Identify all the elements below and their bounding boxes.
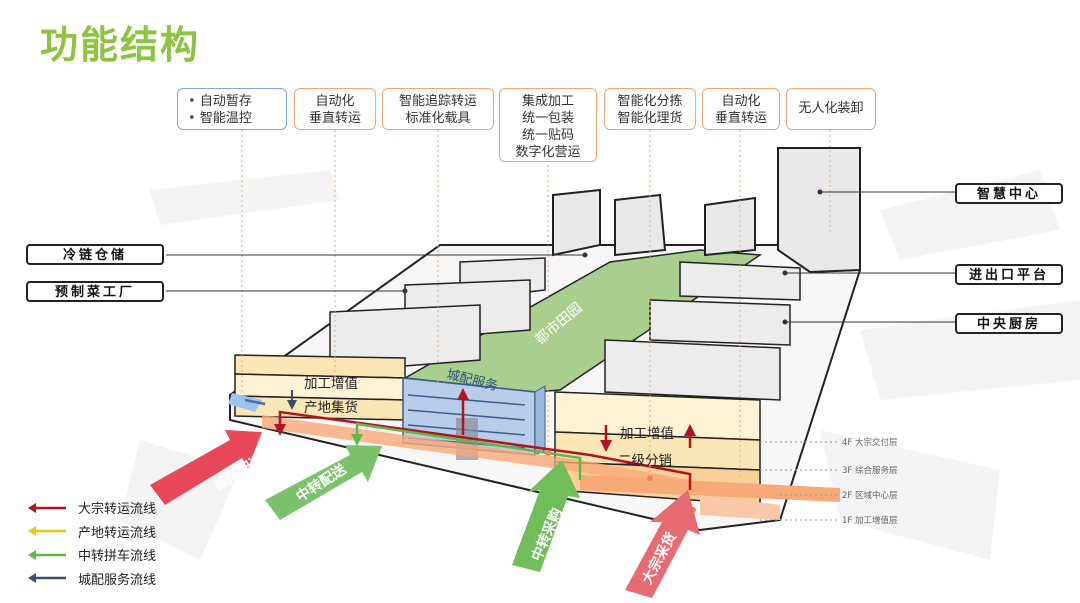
- legend-label: 大宗转运流线: [78, 502, 157, 518]
- floor-label-3f: 3F 综合服务层: [842, 466, 898, 476]
- top-label-line: 垂直转运: [308, 111, 361, 126]
- legend-item: 中转拼车流线: [26, 543, 156, 567]
- transit-purchase-arrow: [512, 460, 580, 572]
- legend-arrow-icon: [28, 502, 66, 513]
- top-label-line: 自动化: [721, 94, 761, 109]
- legend-arrow-icon: [28, 573, 66, 584]
- top-label-line: 统一包装: [521, 111, 574, 126]
- top-label-line: 集成加工: [521, 94, 574, 109]
- legend-arrow-icon: [28, 526, 66, 537]
- intercity-arrow: [150, 430, 262, 505]
- legend-arrow-icon: [28, 549, 66, 560]
- label-prepared-food: 预制菜工厂: [26, 281, 164, 302]
- top-label-line: 智能温控: [188, 110, 280, 127]
- floor-label-1f: 1F 加工增值层: [842, 516, 898, 526]
- legend: 大宗转运流线 产地转运流线 中转拼车流线 城配服务流线: [26, 496, 156, 590]
- top-label-tracking: 智能追踪转运 标准化载具: [382, 88, 494, 130]
- legend-item: 产地转运流线: [26, 520, 156, 544]
- left-buildings: [329, 257, 546, 373]
- label-import-export: 进出口平台: [955, 264, 1063, 285]
- top-label-temporary-storage: 自动暂存 智能温控: [177, 88, 287, 130]
- left-origin-label: 产地集货: [304, 400, 358, 416]
- page-title: 功能结构: [40, 23, 201, 67]
- top-label-line: 标准化载具: [405, 111, 471, 126]
- top-label-line: 智能化理货: [617, 111, 683, 126]
- label-smart-center: 智慧中心: [955, 183, 1063, 204]
- top-label-line: 自动化: [315, 94, 355, 109]
- top-label-vertical-transport-2: 自动化 垂直转运: [702, 88, 780, 130]
- top-label-sorting: 智能化分拣 智能化理货: [604, 88, 696, 130]
- left-processing-label: 加工增值: [304, 376, 358, 392]
- floor-label-2f: 2F 区域中心层: [842, 491, 898, 501]
- legend-label: 产地转运流线: [78, 525, 157, 541]
- top-label-line: 智能化分拣: [617, 94, 683, 109]
- top-label-unmanned-loading: 无人化装卸: [786, 88, 876, 130]
- legend-item: 城配服务流线: [26, 567, 156, 591]
- right-processing-label: 加工增值: [620, 426, 674, 442]
- bulk-purchase-arrow: [625, 490, 700, 598]
- top-label-line: 智能追踪转运: [398, 94, 477, 109]
- top-label-line: 统一贴码: [521, 128, 574, 143]
- top-label-line: 数字化营运: [515, 145, 581, 160]
- leader-lines: [241, 130, 831, 480]
- corridor-band: [262, 415, 690, 492]
- floor-label-4f: 4F 大宗交付层: [842, 438, 898, 448]
- top-label-vertical-transport: 自动化 垂直转运: [294, 88, 376, 130]
- legend-label: 城配服务流线: [78, 572, 157, 588]
- left-stack: [228, 354, 406, 421]
- label-cold-storage: 冷链仓储: [26, 244, 164, 265]
- towers: [552, 147, 861, 274]
- transit-delivery-arrow: [265, 445, 382, 520]
- top-label-line: 无人化装卸: [798, 101, 864, 116]
- right-distribution-label: 二级分销: [618, 453, 672, 469]
- top-label-processing: 集成加工 统一包装 统一贴码 数字化营运: [499, 88, 597, 162]
- label-central-kitchen: 中央厨房: [955, 313, 1063, 334]
- pointer-lines: [166, 191, 955, 323]
- transit-flow-line: [355, 422, 582, 480]
- legend-label: 中转拼车流线: [78, 549, 157, 565]
- legend-item: 大宗转运流线: [26, 496, 156, 520]
- top-label-line: 垂直转运: [714, 111, 767, 126]
- top-label-line: 自动暂存: [188, 93, 280, 110]
